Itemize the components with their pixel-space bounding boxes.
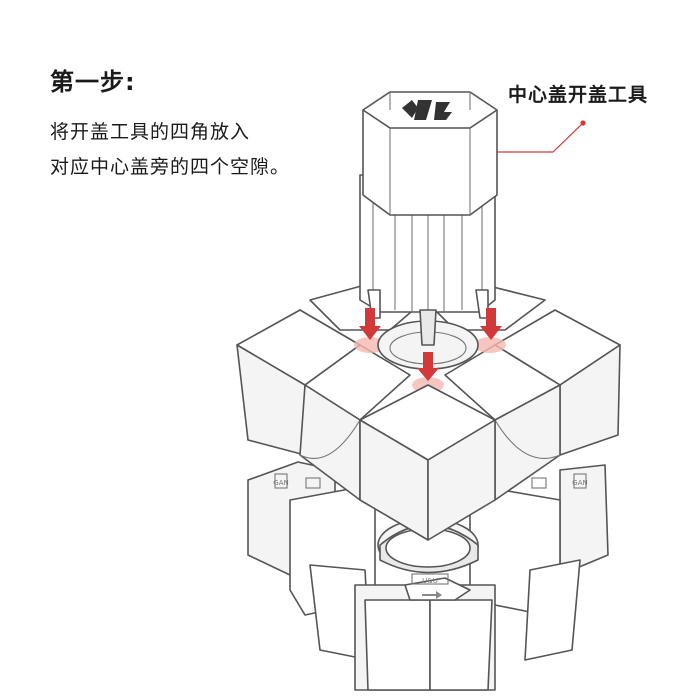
cube-lower-layer — [247, 461, 609, 691]
tool-logo-icon — [402, 100, 452, 120]
svg-text:U&U: U&U — [422, 577, 438, 585]
instruction-line-1: 将开盖工具的四角放入 — [50, 121, 251, 143]
arrow-down-icon — [359, 308, 502, 381]
tool-callout-label: 中心盖开盖工具 — [508, 84, 649, 106]
center-cap-tool — [359, 91, 498, 346]
cube-top-front — [359, 384, 496, 541]
svg-text:GAN: GAN — [273, 479, 288, 487]
svg-text:GAN: GAN — [572, 479, 587, 487]
cube-top-sides — [236, 309, 621, 501]
step-title: 第一步: — [50, 68, 136, 96]
callout-leader — [472, 120, 586, 153]
instruction-line-2: 对应中心盖旁的四个空隙。 — [50, 156, 291, 178]
side-logo-icon: GAN GAN U&U — [273, 473, 588, 599]
